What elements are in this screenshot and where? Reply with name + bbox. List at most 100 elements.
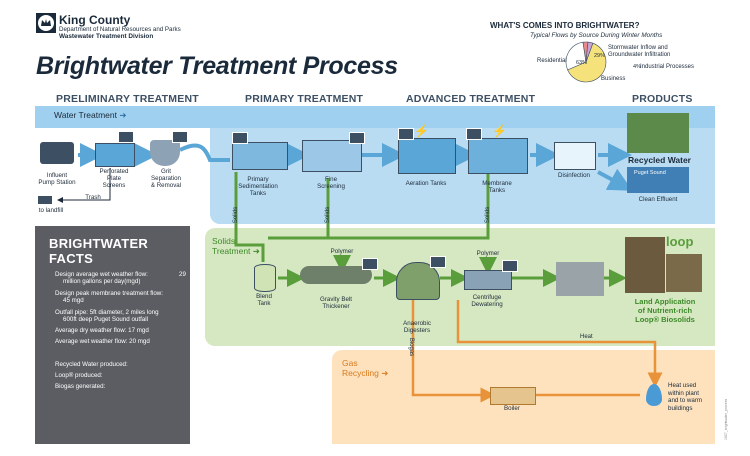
camera-icon[interactable] (430, 256, 446, 268)
land-label-2: of Nutrient-rich (637, 306, 693, 315)
loop-sprout-photo (666, 254, 702, 292)
fact-design-flow-text: Design average wet weather flow: (55, 271, 148, 278)
camera-icon[interactable] (362, 258, 378, 270)
solids-flow-lines (234, 172, 627, 287)
water-treatment-band (35, 106, 715, 128)
facts-heading-1: BRIGHTWATER (49, 236, 149, 251)
gravity-belt-illustration (300, 266, 372, 284)
membrane-tanks-illustration (468, 138, 528, 174)
heat-used-3: and to warm (668, 397, 703, 404)
gas-flow-lines (411, 300, 663, 403)
arrow-right-icon: ➜ (119, 110, 127, 120)
screens-label-3: Screens (102, 182, 126, 189)
land-label-3: Loop® Biosolids (635, 315, 695, 324)
fact-peak-flow-value: 45 mgd (63, 297, 84, 305)
pie-pct-industrial: 4% (633, 64, 641, 70)
fact-biogas: Biogas generated: (55, 383, 106, 390)
solids-band-label-row: Treatment ➜ (212, 246, 260, 256)
influent-label-2: Pump Station (38, 179, 76, 186)
puget-sound-photo (627, 167, 689, 193)
inflow-pie-chart (565, 41, 607, 83)
aeration-label: Aeration Tanks (405, 180, 447, 187)
fact-design-flow-row: Design average wet weather flow: 29 (55, 271, 190, 278)
grit-separation-illustration (150, 140, 180, 166)
landfill-label: to landfill (38, 207, 64, 214)
solids-line-label-c: Solids (485, 206, 492, 224)
puget-sound-label: Puget Sound (634, 170, 666, 176)
camera-icon[interactable] (398, 128, 414, 140)
fine-screening-illustration (302, 140, 362, 172)
org-department: Department of Natural Resources and Park… (59, 26, 181, 33)
primary-label-2: Sedimentation (238, 183, 278, 190)
camera-icon[interactable] (502, 260, 518, 272)
recycled-water-label: Recycled Water (628, 155, 691, 165)
water-band-label: Water Treatment ➜ (54, 110, 126, 121)
pie-label-residential: Residential (537, 58, 567, 64)
membrane-label-1: Membrane (482, 180, 512, 187)
camera-icon[interactable] (349, 132, 365, 144)
solids-band-label-2: Treatment (212, 246, 251, 256)
gravity-label-2: Thickener (322, 303, 350, 310)
influent-label-1: Influent (46, 172, 68, 179)
influent-label: Influent Pump Station (32, 172, 82, 186)
flame-icon (646, 384, 662, 406)
gas-band-label-2: Recycling (342, 368, 379, 378)
camera-icon[interactable] (118, 131, 134, 143)
centrifuge-illustration (464, 270, 512, 290)
recycled-water-photo (627, 113, 689, 153)
anaerobic-label-2: Digesters (403, 327, 431, 334)
blend-label: Blend Tank (248, 293, 280, 307)
arrow-right-icon: ➜ (381, 368, 389, 378)
pie-slice-residential (567, 42, 607, 83)
land-application-photo (625, 237, 665, 293)
truck-icon (38, 196, 52, 204)
camera-icon[interactable] (466, 128, 482, 140)
gas-band-label: Gas Recycling ➜ (342, 358, 388, 378)
camera-icon[interactable] (232, 132, 248, 144)
land-label-1: Land Application (634, 297, 696, 306)
screens-label-2: Plate (106, 175, 122, 182)
king-county-logo (36, 13, 56, 33)
pie-pct-residential: 63% (576, 60, 588, 66)
influent-pump-station-illustration (40, 142, 74, 164)
anaerobic-label-1: Anaerobic (403, 320, 431, 327)
loop-logo: loop (666, 234, 694, 249)
heat-used-label: Heat used within plant and to warm build… (668, 382, 702, 412)
pie-label-business: Business (601, 76, 626, 82)
solids-line-label-a: Solids (233, 206, 240, 224)
membrane-label-2: Tanks (488, 187, 506, 194)
trash-flow (57, 168, 111, 203)
aeration-tanks-illustration (398, 138, 456, 174)
org-division: Wastewater Treatment Division (59, 33, 154, 40)
blend-label-2: Tank (257, 300, 271, 307)
inflow-subtitle: Typical Flows by Source During Winter Mo… (530, 32, 663, 39)
primary-label-3: Tanks (249, 190, 267, 197)
polymer-label-2: Polymer (476, 250, 500, 257)
gravity-label: Gravity Belt Thickener (300, 296, 372, 310)
membrane-label: Membrane Tanks (466, 180, 528, 194)
brightwater-facts-panel: BRIGHTWATER FACTS Design average wet wea… (35, 226, 190, 444)
fine-label-1: Fine (324, 176, 338, 183)
footer-code: 1607_brightwater_process (724, 398, 728, 440)
disinfection-illustration (554, 142, 596, 170)
camera-icon[interactable] (172, 131, 188, 143)
water-band-label-text: Water Treatment (54, 110, 117, 120)
primary-label: Primary Sedimentation Tanks (230, 176, 286, 197)
grit-label-3: & Removal (150, 182, 182, 189)
gas-band-label-1: Gas (342, 358, 358, 368)
fact-recycled-water: Recycled Water produced: (55, 361, 128, 368)
land-application-label: Land Application of Nutrient-rich Loop® … (620, 297, 710, 324)
centrifuge-label-2: Dewatering (471, 301, 503, 308)
pie-pct-stormwater: 29% (594, 53, 606, 59)
heading-products: PRODUCTS (632, 93, 693, 105)
biogas-label: Biogas (408, 337, 415, 357)
heat-used-4: buildings (668, 404, 693, 412)
pie-slice-business (585, 41, 594, 63)
biosolids-truck-photo (556, 262, 604, 296)
heat-label: Heat (580, 334, 593, 340)
grit-label-2: Separation (151, 175, 181, 182)
centrifuge-label-1: Centrifuge (472, 294, 502, 301)
org-name: King County (59, 13, 131, 27)
